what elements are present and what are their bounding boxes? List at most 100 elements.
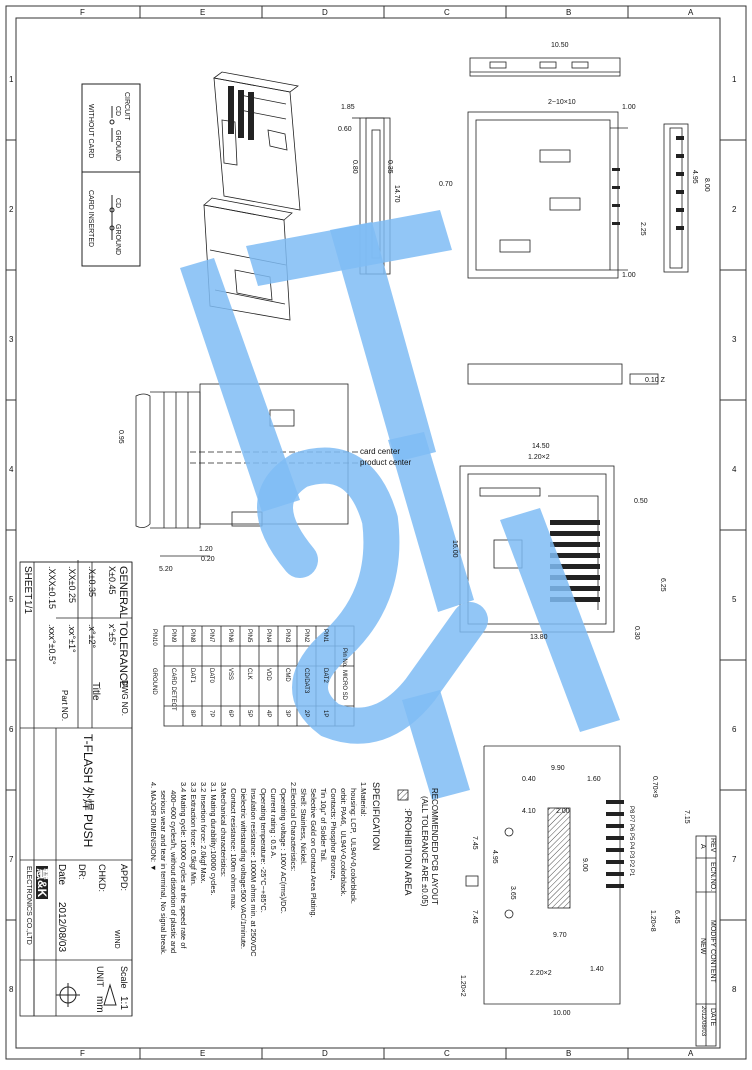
appd-label: APPD:: [119, 864, 129, 892]
pcb-0-40: 0.40: [522, 776, 536, 783]
rev-date-value: 2012/08/03: [700, 1006, 706, 1037]
frame-number: 5: [9, 595, 14, 604]
dim-1-85: 1.85: [341, 104, 355, 111]
dim-6-25: 6.25: [659, 578, 666, 592]
frame-number: 1: [732, 75, 737, 84]
frame-letter: E: [200, 1049, 206, 1058]
pin-table-pin: PIN7: [208, 629, 214, 643]
spec-line: Contact resistance: 100m ohms max.: [229, 782, 238, 911]
dim-16-00: 16.00: [451, 540, 458, 558]
tolerance-linear: .XXX±0.15: [47, 566, 57, 609]
spec-line: Tin 10µ" of Solder Tail.: [319, 782, 328, 862]
spec-title: SPECIFICATION: [371, 782, 381, 851]
specification: SPECIFICATION 1.Material: housing: LCP, …: [148, 782, 381, 957]
circuit-ground-1: GROUND: [114, 130, 121, 162]
dim-0-50: 0.50: [634, 498, 648, 505]
modify-header: MODIFY CONTENT: [709, 920, 716, 983]
spec-line: 400~600 cycles/h, without distortion of …: [169, 782, 178, 954]
sheet-value: 1/1: [22, 600, 33, 614]
frame-number: 8: [732, 985, 737, 994]
pcb-title: RECOMMENDED PCB LAYOUT: [430, 788, 439, 905]
dim-1-00a: 1.00: [622, 104, 636, 111]
pin-table-contact: 7P: [208, 710, 214, 718]
tolerance-linear: .XX±0.25: [67, 566, 77, 603]
title-label: Title: [90, 682, 101, 701]
frame-number: 1: [9, 75, 14, 84]
dim-0-60: 0.60: [338, 126, 352, 133]
pcb-3-65: 3.65: [509, 886, 516, 900]
dim-1-20: 1.20: [199, 546, 213, 553]
dim-0-20: 0.20: [201, 556, 215, 563]
circuit-title: CIRCUIT: [123, 92, 130, 121]
dim-1-00b: 1.00: [622, 272, 636, 279]
frame-number: 6: [732, 725, 737, 734]
pin-table-header: MICRO SD: [341, 670, 347, 700]
modify-value: NEW: [699, 938, 706, 955]
dim-5-20: 5.20: [159, 566, 173, 573]
frame-letter: C: [444, 1049, 450, 1058]
pin-table-pin: PIN2: [303, 629, 309, 643]
frame-letter: A: [688, 8, 694, 17]
tolerance-angular: .xxx°±0.5°: [47, 624, 57, 665]
spec-line: Selective Gold on Contact Area Plating.: [309, 782, 318, 918]
spec-line: serious wear and tear in terminal, No si…: [159, 782, 168, 955]
spec-line: 3.1 Mating durability:10000 cycles.: [209, 782, 218, 896]
spec-line: housing: LCP, UL94V-0,colorblack.: [349, 782, 358, 904]
pcb-1-40: 1.40: [590, 966, 604, 973]
frame-number: 3: [732, 335, 737, 344]
watermark-stroke: [388, 432, 474, 612]
pcb-tolerance: (ALL TOLERANCE ARE ±0.05): [420, 796, 429, 907]
pin-table-contact: 6P: [227, 710, 233, 718]
pin-table-pin: PIN10: [151, 629, 157, 646]
tolerance-linear: .X±0.35: [87, 566, 97, 597]
pin-table-contact: 1P: [322, 710, 328, 718]
frame-letter: B: [566, 1049, 572, 1058]
pin-table-header: Pin No.: [341, 648, 347, 668]
pin-table-signal: CD/DAT3: [303, 668, 309, 694]
pin-table-signal: DAT0: [208, 668, 214, 683]
dim-14-70: 14.70: [393, 185, 400, 203]
frame-letter: C: [444, 8, 450, 17]
pcb-1-20x2: 1.20×2: [459, 975, 466, 997]
pcb-10-00: 10.00: [553, 1010, 571, 1017]
spec-line: Operating temperature: -25°C~+85°C.: [259, 782, 268, 913]
pcb-0-70x9: 0.70×9: [651, 776, 658, 798]
pin-table-contact: 2P: [303, 710, 309, 718]
dim-0-10-z: 0.10 Z: [645, 377, 665, 384]
pin-table-signal: GROUND: [151, 668, 157, 695]
spec-line: Insulation resistance: 1000M ohms min. a…: [249, 782, 258, 957]
dim-0-30: 0.30: [633, 626, 640, 640]
pin-table-pin: PIN4: [265, 629, 271, 643]
spec-line: 4. MAJOR DIMENSION: ▼: [149, 782, 158, 872]
scale-value: 1:1: [118, 996, 129, 1010]
watermark-ampersand: [257, 447, 488, 744]
card-center-label: card center: [360, 447, 401, 456]
frame-number: 7: [732, 855, 737, 864]
date-header: DATE: [709, 1008, 716, 1027]
ecn-header: ECN.NO.: [709, 862, 716, 892]
dim-4-95: 4.95: [691, 170, 698, 184]
scale-label: Scale: [119, 966, 129, 989]
pin-table-signal: CARD DETECT: [170, 668, 176, 711]
rev-value: A: [699, 844, 706, 849]
sheet-label: SHEET: [22, 566, 33, 600]
spec-line: 3.3 Extraction force: 0.5kgf Min.: [189, 782, 198, 886]
pcb-7-45a: 7.45: [471, 836, 478, 850]
circuit-card-inserted: CARD INSERTED: [87, 190, 94, 248]
pin-table-contact: 3P: [284, 710, 290, 718]
spec-line: 3.Mechanical characteristics:: [219, 782, 228, 877]
tolerance-angular: .xx°±1°: [67, 624, 77, 653]
pin-table-pin: PIN3: [284, 629, 290, 643]
frame-number: 5: [732, 595, 737, 604]
pin-table-signal: VDD: [265, 668, 271, 681]
pcb-9-70: 9.70: [553, 932, 567, 939]
watermark-stroke: [330, 222, 436, 462]
pcb-2-00: 2.00: [556, 808, 570, 815]
spec-line: orbit: PA46, UL94V-0,colorblack.: [339, 782, 348, 897]
pin-table-pin: PIN9: [170, 629, 176, 643]
spec-line: Operating voltage : 100V AC(rms)/DC.: [279, 782, 288, 914]
dim-14-50: 14.50: [532, 443, 550, 450]
pin-table-signal: DAT1: [189, 668, 195, 683]
